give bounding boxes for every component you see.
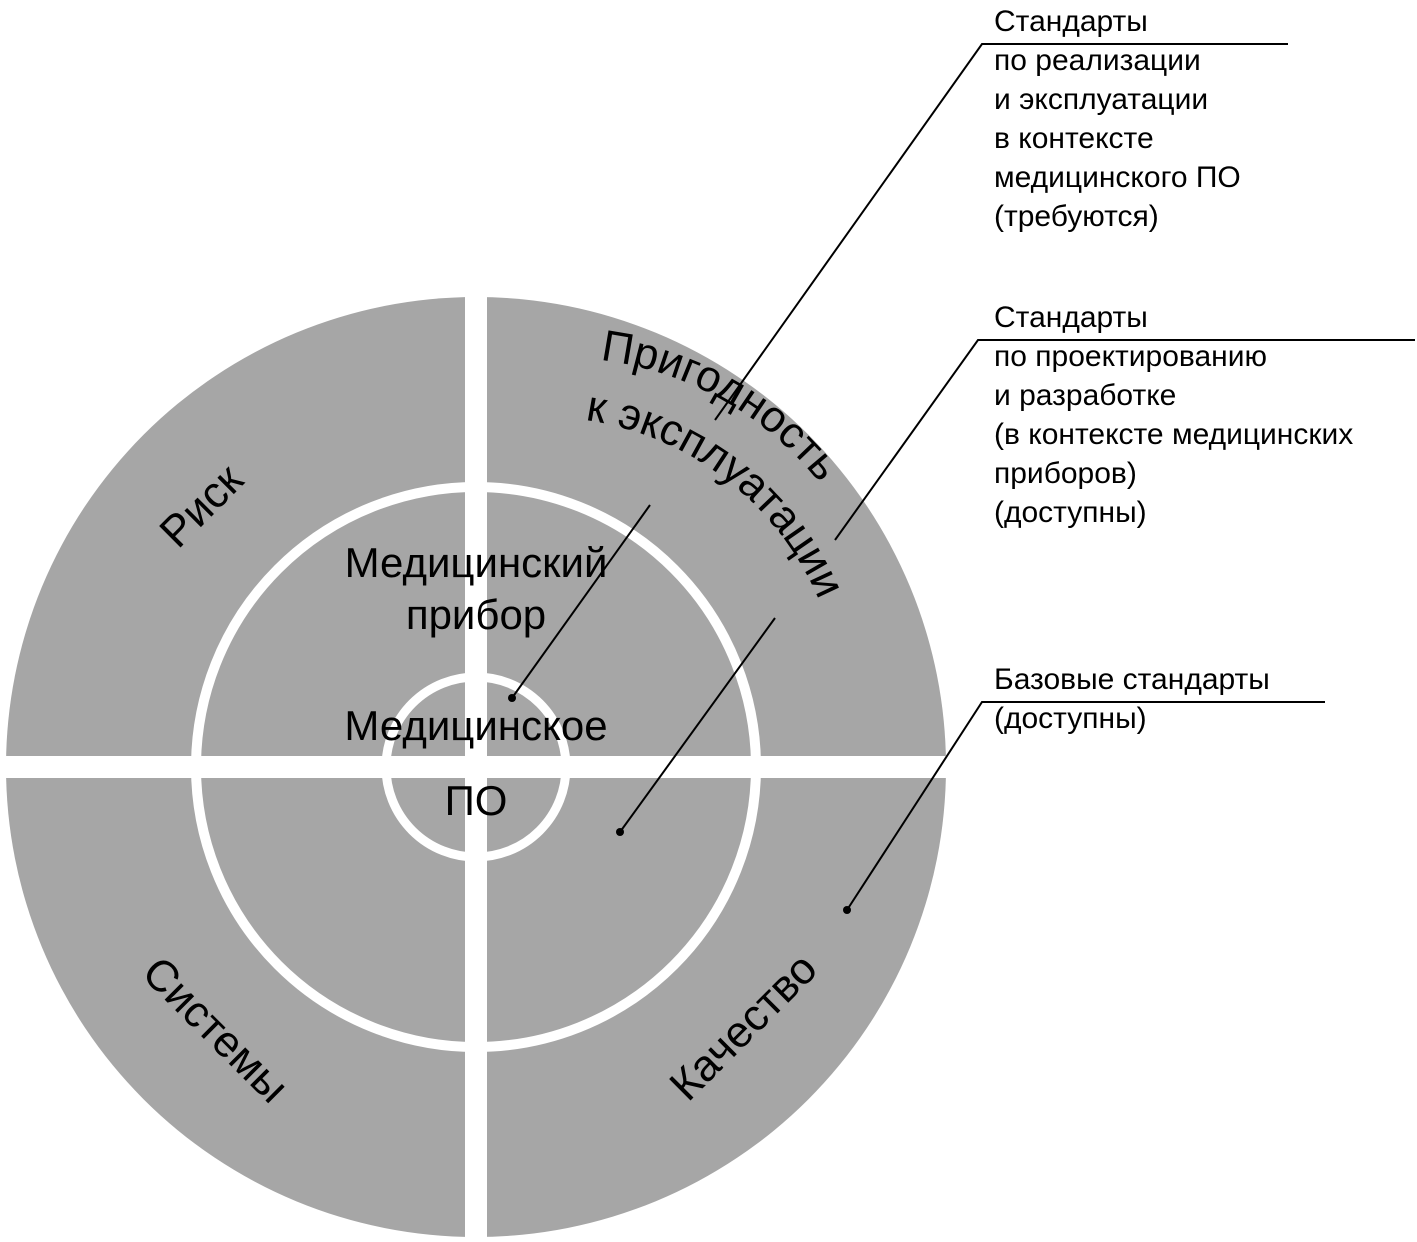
annotation-line: Базовые стандарты — [994, 663, 1270, 696]
annotation-line: и эксплуатации — [994, 83, 1209, 116]
annotation-line: по реализации — [994, 44, 1201, 77]
leader-line-basic — [846, 701, 1325, 911]
annotation-line: по проектированию — [994, 340, 1268, 373]
annotation-line: приборов) — [994, 457, 1137, 490]
horizontal-separator — [0, 756, 960, 778]
annotation-implementation-standards: Стандарты по реализации и эксплуатации в… — [994, 2, 1241, 236]
annotation-line: Стандарты — [994, 301, 1148, 334]
annotation-line: Стандарты — [994, 5, 1148, 38]
leader-line-implementation-upper — [714, 43, 1288, 421]
annotation-design-standards: Стандарты по проектированию и разработке… — [994, 298, 1353, 532]
annotation-line: и разработке — [994, 379, 1177, 412]
medical-device-label-line2: прибор — [406, 591, 546, 638]
annotation-basic-standards: Базовые стандарты (доступны) — [994, 660, 1270, 738]
annotation-line: в контексте — [994, 122, 1154, 155]
annotation-line: (в контексте медицинских — [994, 418, 1354, 451]
leader-line-design-upper — [834, 339, 1415, 541]
leader-dot-basic — [843, 906, 851, 914]
annotation-line: медицинского ПО — [994, 161, 1241, 194]
leader-dot-implementation — [508, 694, 516, 702]
annotation-line: (доступны) — [994, 496, 1147, 529]
medical-device-label-line1: Медицинский — [345, 539, 608, 586]
annotation-line: (доступны) — [994, 702, 1147, 735]
medical-software-label-line1: Медицинское — [344, 702, 607, 749]
leader-line-design — [619, 617, 776, 833]
leader-line-implementation — [511, 504, 651, 699]
medical-software-label-line2: ПО — [445, 777, 508, 824]
annotation-line: (требуются) — [994, 200, 1159, 233]
leader-dot-design — [616, 828, 624, 836]
